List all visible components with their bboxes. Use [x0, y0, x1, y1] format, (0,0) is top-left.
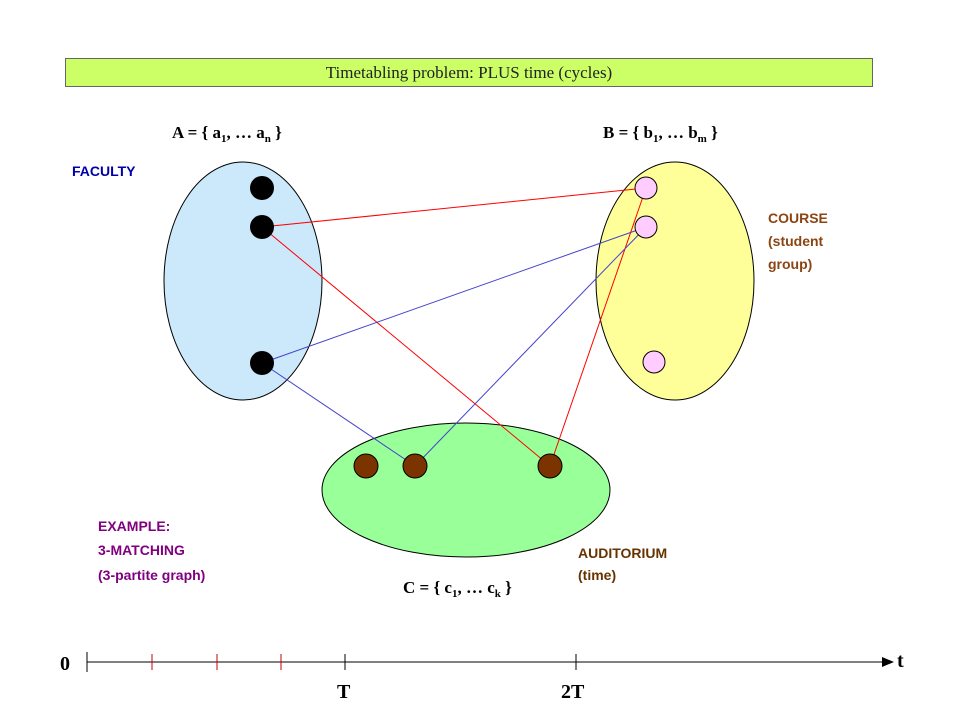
time-axis-arrowhead [882, 657, 894, 667]
auditorium-node [353, 453, 379, 479]
edge-b1-c3 [549, 187, 647, 467]
auditorium-label: AUDITORIUM (time) [578, 545, 671, 583]
course-node [634, 215, 658, 239]
time-axis-zero-label: 0 [60, 653, 70, 675]
edge-a3-c2 [261, 362, 416, 467]
set-a-label: A = { a1, … an } [172, 123, 282, 145]
faculty-node [250, 351, 274, 375]
faculty-label: FACULTY [72, 163, 136, 179]
edge-a2-c3 [261, 226, 551, 467]
course-label: COURSE (student group) [768, 210, 832, 272]
set-c-label: C = { c1, … ck } [403, 578, 512, 600]
faculty-set-ellipse [163, 161, 323, 401]
title-banner: Timetabling problem: PLUS time (cycles) [65, 58, 873, 87]
period-label-T: T [337, 681, 351, 703]
auditorium-set-ellipse [321, 422, 611, 558]
auditorium-node [537, 453, 563, 479]
edge-b2-c2 [414, 226, 647, 467]
edge-a3-b2 [261, 226, 647, 364]
faculty-node [250, 215, 274, 239]
auditorium-node [402, 453, 428, 479]
example-label: EXAMPLE: 3-MATCHING (3-partite graph) [98, 518, 205, 583]
time-axis-t-label: t [897, 650, 904, 672]
course-set-ellipse [595, 161, 755, 401]
course-node [634, 176, 658, 200]
edge-a2-b1 [261, 187, 647, 228]
period-label-2T: 2T [561, 681, 585, 703]
course-node [642, 350, 666, 374]
set-b-label: B = { b1, … bm } [603, 123, 718, 145]
faculty-node [250, 176, 274, 200]
time-axis [86, 652, 894, 672]
